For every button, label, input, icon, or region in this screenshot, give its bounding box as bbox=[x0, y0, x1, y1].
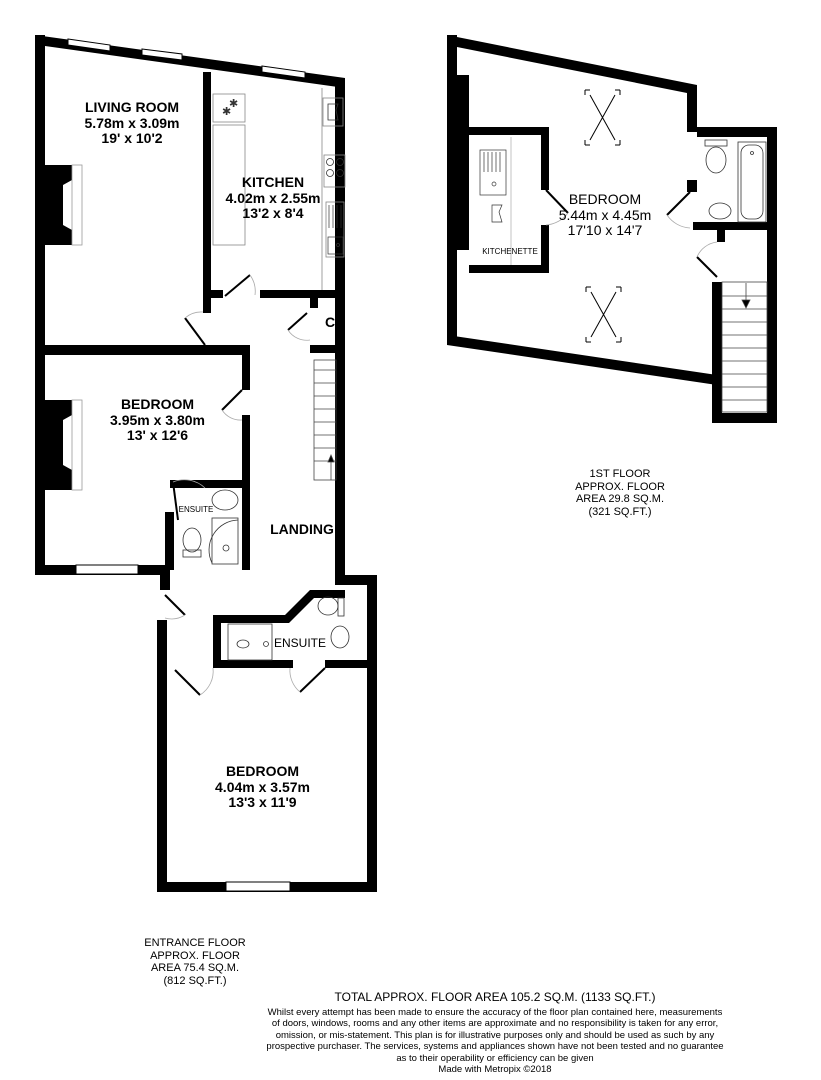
door-icon bbox=[164, 274, 326, 696]
ensuite-fittings bbox=[227, 596, 350, 661]
credit-line: Made with Metropix ©2018 bbox=[438, 1063, 552, 1075]
washing-machine-icon bbox=[327, 103, 339, 121]
disclaimer-line: Whilst every attempt has been made to en… bbox=[267, 1007, 723, 1018]
room-name: BEDROOM bbox=[568, 191, 642, 207]
disclaimer-line: omission, or mis-statement. This plan is… bbox=[275, 1029, 715, 1041]
entrance-floor-walls bbox=[35, 35, 377, 892]
area-line: (321 SQ.FT.) bbox=[588, 505, 652, 518]
hob-icon bbox=[326, 158, 344, 177]
kitchenette-fittings bbox=[479, 137, 512, 265]
area-line: AREA 29.8 SQ.M. bbox=[575, 493, 665, 506]
disclaimer-line: of doors, windows, rooms and any other i… bbox=[271, 1018, 719, 1030]
bathroom-fittings bbox=[704, 139, 767, 223]
room-metric: 4.04m x 3.57m bbox=[215, 778, 310, 795]
room-name: LIVING ROOM bbox=[84, 99, 180, 115]
svg-text:✱: ✱ bbox=[222, 106, 231, 118]
area-line: ENTRANCE FLOOR bbox=[144, 937, 246, 949]
kitchenette-label: KITCHENETTE bbox=[482, 247, 538, 256]
room-name: KITCHEN bbox=[241, 174, 305, 190]
ensuite-fittings bbox=[182, 489, 239, 565]
stairs-icon bbox=[313, 359, 337, 481]
room-label-living-room: LIVING ROOM 5.78m x 3.09m 19' x 10'2 bbox=[62, 99, 202, 147]
svg-text:✱: ✱ bbox=[229, 98, 238, 110]
first-floor-walls bbox=[447, 35, 777, 423]
room-imperial: 13' x 12'6 bbox=[126, 427, 189, 444]
door-swing bbox=[164, 274, 311, 696]
room-label-first-floor-bedroom: BEDROOM 5.44m x 4.45m 17'10 x 14'7 bbox=[550, 191, 660, 239]
area-line: (812 SQ.FT.) bbox=[163, 974, 227, 987]
room-imperial: 17'10 x 14'7 bbox=[567, 222, 643, 239]
kitchen-fittings bbox=[212, 88, 346, 290]
room-metric: 5.44m x 4.45m bbox=[558, 206, 652, 223]
disclaimer-line: prospective purchaser. The services, sys… bbox=[266, 1041, 724, 1053]
fridge-icon: ✱ ✱ bbox=[222, 98, 238, 118]
room-name: BEDROOM bbox=[225, 763, 300, 779]
area-line: APPROX. FLOOR bbox=[575, 480, 665, 493]
window-icon bbox=[67, 38, 306, 892]
first-floor-area: 1ST FLOOR APPROX. FLOOR AREA 29.8 SQ.M. … bbox=[545, 468, 695, 519]
cupboard-label: C bbox=[324, 314, 336, 330]
disclaimer-line: as to their operability or efficiency ca… bbox=[396, 1052, 594, 1064]
room-imperial: 19' x 10'2 bbox=[101, 130, 163, 147]
landing-label: LANDING bbox=[270, 521, 334, 537]
entrance-floor-area: ENTRANCE FLOOR APPROX. FLOOR AREA 75.4 S… bbox=[140, 937, 250, 988]
disclaimer: Whilst every attempt has been made to en… bbox=[225, 1007, 765, 1075]
room-metric: 3.95m x 3.80m bbox=[110, 411, 205, 428]
door-swing bbox=[545, 212, 718, 258]
stairs-icon bbox=[721, 281, 768, 413]
area-line: AREA 75.4 SQ.M. bbox=[150, 962, 240, 975]
fireplace-icon bbox=[45, 164, 83, 491]
room-name: BEDROOM bbox=[120, 396, 195, 412]
room-imperial: 13'3 x 11'9 bbox=[228, 794, 297, 811]
area-line: APPROX. FLOOR bbox=[150, 949, 240, 962]
room-imperial: 13'2 x 8'4 bbox=[242, 205, 304, 222]
total-floor-area: TOTAL APPROX. FLOOR AREA 105.2 SQ.M. (11… bbox=[334, 990, 656, 1004]
room-metric: 5.78m x 3.09m bbox=[84, 114, 180, 131]
room-label-bedroom-2: BEDROOM 4.04m x 3.57m 13'3 x 11'9 bbox=[200, 763, 325, 811]
room-label-kitchen: KITCHEN 4.02m x 2.55m 13'2 x 8'4 bbox=[218, 174, 328, 222]
sink-icon bbox=[327, 205, 344, 255]
door-icon bbox=[545, 189, 718, 278]
ensuite-label-small: ENSUITE bbox=[178, 505, 214, 514]
room-label-bedroom-1: BEDROOM 3.95m x 3.80m 13' x 12'6 bbox=[95, 396, 220, 444]
ensuite-label-large: ENSUITE bbox=[273, 636, 326, 650]
area-line: 1ST FLOOR bbox=[589, 468, 651, 480]
room-metric: 4.02m x 2.55m bbox=[225, 189, 321, 206]
skylight-icon bbox=[584, 89, 622, 343]
